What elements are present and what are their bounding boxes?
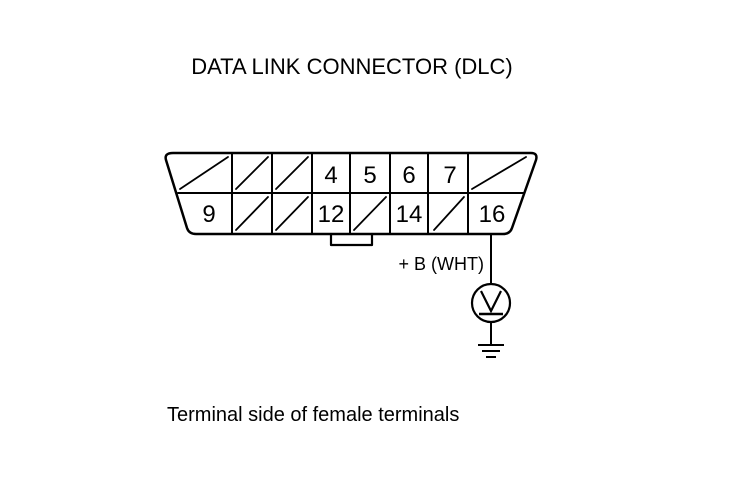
top-row-pin-labels: 4 5 6 7	[324, 162, 456, 189]
pin-6-label: 6	[402, 162, 415, 189]
pin-9-label: 9	[202, 201, 215, 228]
pin-12-label: 12	[318, 201, 345, 228]
top-row-dividers	[231, 152, 469, 194]
slot-b2-slash	[235, 196, 269, 231]
connector-lock-tab	[329, 232, 374, 247]
slot-t1-slash	[179, 156, 229, 190]
voltmeter-icon	[470, 282, 512, 324]
bottom-row-pin-labels: 9 12 14 16	[202, 201, 505, 228]
slot-b3-slash	[275, 196, 309, 231]
pin-16-label: 16	[479, 201, 506, 228]
bottom-row-dividers	[231, 192, 469, 235]
diagram-caption: Terminal side of female terminals	[167, 404, 459, 426]
connector-outline	[164, 151, 538, 236]
top-row-empty-slots	[179, 156, 527, 190]
slot-t3-slash	[275, 156, 309, 190]
slot-t8-slash	[471, 156, 527, 190]
pin-5-label: 5	[363, 162, 376, 189]
slot-t2-slash	[235, 156, 269, 190]
slot-b5-slash	[353, 196, 387, 231]
connector	[164, 151, 538, 247]
diagram-title: DATA LINK CONNECTOR (DLC)	[191, 54, 512, 79]
slot-b7-slash	[433, 196, 465, 231]
bottom-row-empty-slots	[235, 196, 465, 231]
pin-4-label: 4	[324, 162, 337, 189]
wire-label: + B (WHT)	[399, 254, 485, 274]
pin-14-label: 14	[396, 201, 423, 228]
pin-7-label: 7	[443, 162, 456, 189]
ground-icon	[478, 344, 504, 358]
